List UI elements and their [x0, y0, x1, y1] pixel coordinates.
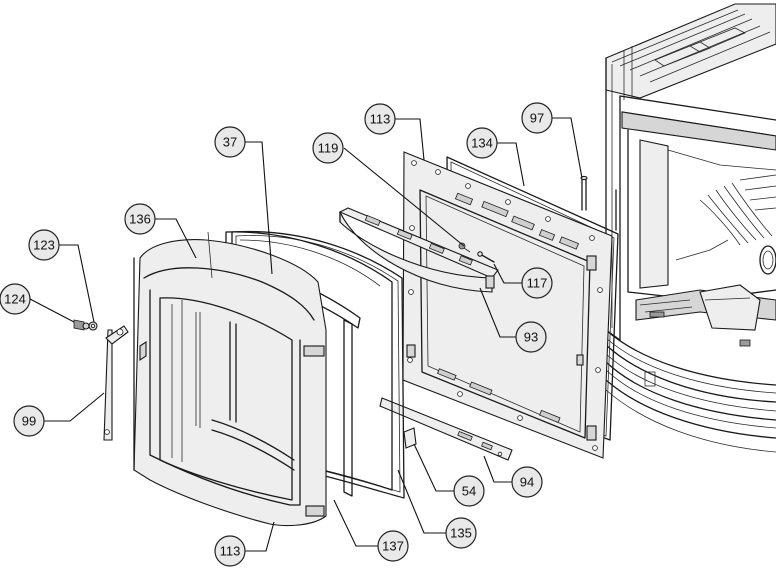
callout-123: 123	[28, 229, 60, 261]
callout-117: 117	[521, 267, 553, 299]
callout-label: 94	[520, 475, 534, 490]
screw-117	[477, 251, 495, 263]
fireplace-insert-body	[605, 3, 776, 453]
callout-93: 93	[515, 321, 547, 353]
callout-label: 136	[129, 212, 151, 227]
bracket-54	[403, 427, 417, 449]
callout-label: 93	[524, 330, 538, 345]
screw-119	[458, 242, 471, 253]
leader-lines	[29, 117, 583, 552]
callout-label: 54	[462, 484, 476, 499]
callout-54: 54	[453, 475, 485, 507]
callout-137: 137	[377, 530, 409, 562]
callout-37: 37	[214, 126, 246, 158]
door-frame-113	[133, 231, 327, 527]
pin-97	[580, 175, 588, 211]
deflector-93	[338, 207, 499, 293]
callout-136: 136	[124, 203, 156, 235]
handle-99	[103, 325, 129, 441]
callout-119: 119	[312, 132, 344, 164]
callout-label: 97	[530, 111, 544, 126]
callout-134: 134	[466, 127, 498, 159]
callout-label: 37	[223, 135, 237, 150]
callout-label: 119	[318, 141, 339, 156]
bottom-rail-94	[379, 397, 513, 461]
callout-label: 113	[370, 112, 391, 127]
callout-99: 99	[13, 405, 45, 437]
callout-113-door: 113	[214, 535, 246, 567]
callout-label: 123	[33, 238, 55, 253]
callout-label: 124	[4, 292, 26, 307]
nut-123	[88, 321, 98, 331]
callout-135: 135	[445, 517, 477, 549]
callout-label: 134	[471, 136, 493, 151]
callout-113-frame: 113	[364, 103, 396, 135]
strip-137	[343, 319, 353, 497]
callout-label: 113	[220, 544, 241, 559]
callout-label: 117	[527, 276, 548, 291]
callout-label: 99	[22, 414, 36, 429]
callout-label: 137	[382, 539, 404, 554]
mounting-frame-113	[402, 151, 613, 459]
callout-97: 97	[521, 102, 553, 134]
screw-124	[73, 319, 90, 331]
callout-label: 135	[450, 526, 472, 541]
callout-124: 124	[0, 283, 31, 315]
callout-94: 94	[511, 466, 543, 498]
